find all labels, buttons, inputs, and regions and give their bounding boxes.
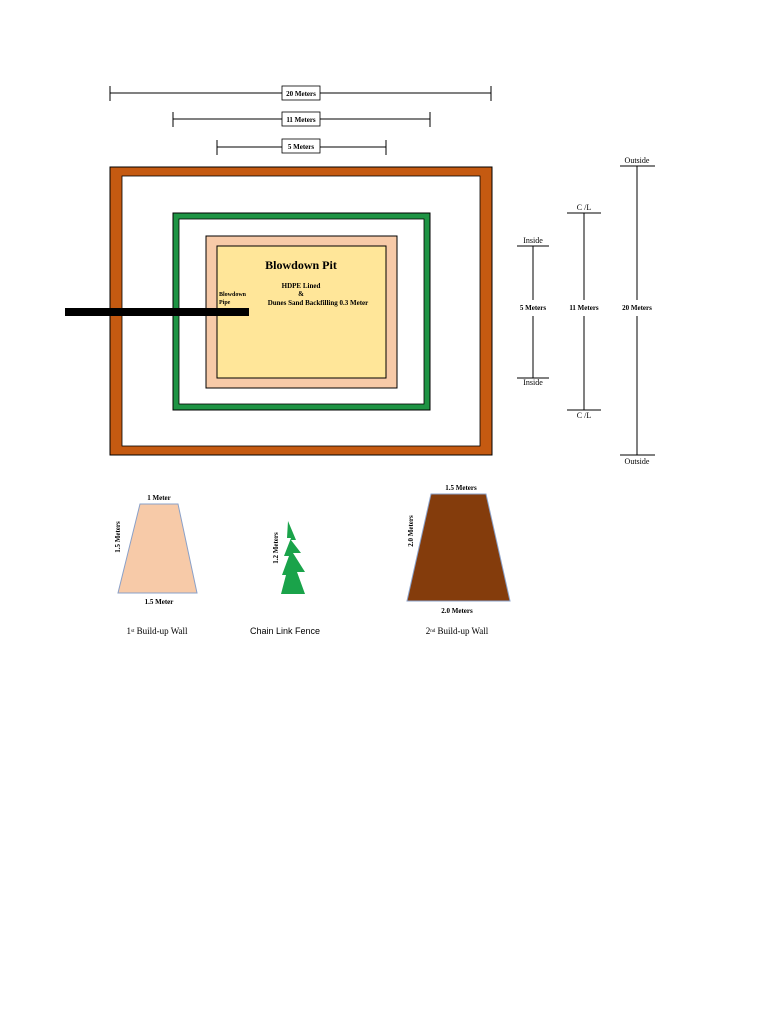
wall1-top-label: 1 Meter xyxy=(147,494,171,502)
cl-top-label: C /L xyxy=(577,203,592,212)
wall1-caption-sup: st xyxy=(131,629,135,634)
cl-dim-label: 11 Meters xyxy=(569,304,599,312)
wall2-caption-prefix: 2 xyxy=(426,626,431,636)
pit-title: Blowdown Pit xyxy=(265,258,337,272)
pipe-label-2: Pipe xyxy=(219,300,231,306)
wall2-caption-suffix: Build-up Wall xyxy=(435,626,489,636)
wall1-height-label: 1.5 Meters xyxy=(114,521,122,553)
inside-scale xyxy=(517,245,549,379)
wall2-caption-sup: nd xyxy=(430,629,436,634)
inside-top-label: Inside xyxy=(523,236,543,245)
wall1-caption: 1st Build-up Wall xyxy=(127,626,188,636)
dim-11-label: 11 Meters xyxy=(286,116,316,124)
wall1-caption-suffix: Build-up Wall xyxy=(134,626,188,636)
wall1-caption-prefix: 1 xyxy=(127,626,132,636)
outside-dim-label: 20 Meters xyxy=(622,304,652,312)
outside-scale xyxy=(620,165,655,456)
pipe-label-1: Blowdown xyxy=(219,292,247,298)
fence-tree-icon xyxy=(281,521,305,594)
wall2-bottom-label: 2.0 Meters xyxy=(441,607,473,615)
wall2-height-label: 2.0 Meters xyxy=(407,515,415,547)
pit-line1: HDPE Lined xyxy=(282,282,321,290)
pit-line2: & xyxy=(298,290,304,298)
wall2-top-label: 1.5 Meters xyxy=(445,484,477,492)
dim-5-label: 5 Meters xyxy=(288,143,315,151)
pit-line3: Dunes Sand Backfilling 0.3 Meter xyxy=(268,299,369,307)
inside-bottom-label: Inside xyxy=(523,378,543,387)
fence-height-label: 1.2 Meters xyxy=(272,532,280,564)
centerline-scale xyxy=(567,212,601,411)
outside-bottom-label: Outside xyxy=(625,457,650,466)
wall1-bottom-label: 1.5 Meter xyxy=(145,598,174,606)
cl-bottom-label: C /L xyxy=(577,411,592,420)
inside-dim-label: 5 Meters xyxy=(520,304,547,312)
outside-top-label: Outside xyxy=(625,156,650,165)
blowdown-pipe xyxy=(65,308,249,316)
wall2-caption: 2nd Build-up Wall xyxy=(426,626,489,636)
wall1-shape xyxy=(117,503,198,594)
fence-caption: Chain Link Fence xyxy=(250,626,320,636)
wall2-shape xyxy=(406,493,511,602)
dim-20-label: 20 Meters xyxy=(286,90,316,98)
